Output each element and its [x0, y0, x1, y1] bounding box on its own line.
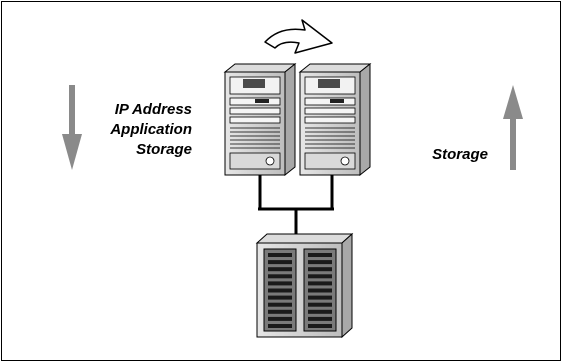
- disk-slot: [268, 288, 292, 293]
- down-arrow-icon: [62, 85, 82, 170]
- disk-slot: [308, 288, 332, 293]
- disk-slot: [268, 302, 292, 307]
- disk-slot: [268, 324, 292, 328]
- up-arrow-icon: [503, 85, 523, 170]
- disk-slot: [268, 274, 292, 279]
- disk-slot: [268, 295, 292, 300]
- disk-slot: [308, 302, 332, 307]
- disk-slot: [268, 260, 292, 265]
- disk-slot: [308, 274, 332, 279]
- label-application: Application: [110, 121, 192, 138]
- disk-slots: [268, 253, 332, 328]
- label-storage-left: Storage: [136, 141, 192, 158]
- curved-arrow-icon: [264, 19, 333, 54]
- disk-slot: [268, 253, 292, 257]
- disk-slot: [308, 281, 332, 286]
- disk-slot: [268, 267, 292, 272]
- disk-slot: [308, 260, 332, 265]
- disk-slot: [308, 253, 332, 257]
- server-tower-icon: [223, 62, 297, 177]
- left-labels: IP Address Application Storage: [70, 100, 192, 160]
- disk-slot: [308, 316, 332, 321]
- disk-slot: [308, 309, 332, 314]
- server-tower-icon: [298, 62, 372, 177]
- disk-slot: [308, 267, 332, 272]
- storage-array-icon: [255, 232, 354, 339]
- connection-lines: [258, 175, 334, 236]
- disk-slot: [268, 309, 292, 314]
- label-storage-right: Storage: [432, 146, 488, 163]
- disk-slot: [268, 281, 292, 286]
- disk-slot: [268, 316, 292, 321]
- disk-slot: [308, 324, 332, 328]
- label-ip-address: IP Address: [114, 101, 192, 118]
- disk-slot: [308, 295, 332, 300]
